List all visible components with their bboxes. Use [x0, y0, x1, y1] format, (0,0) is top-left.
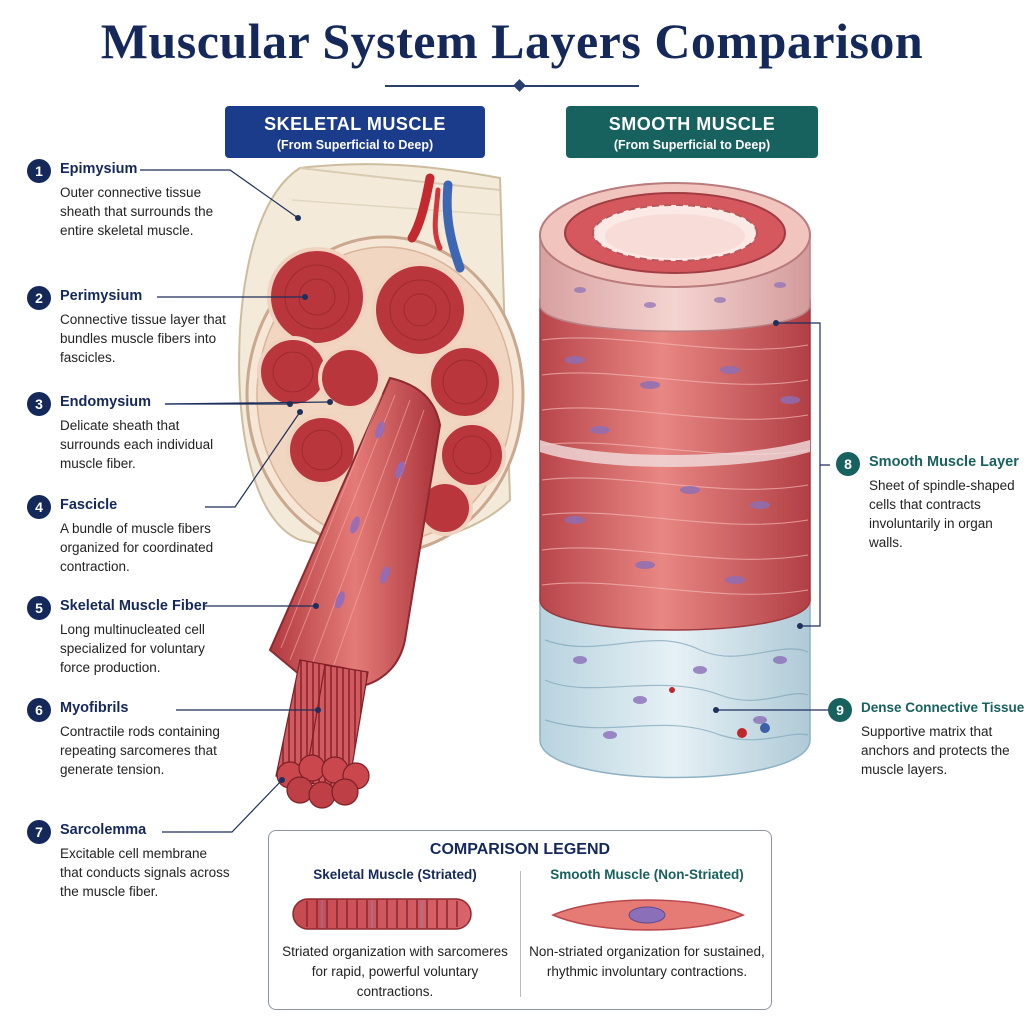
label-description: Long multinucleated cell specialized for…	[60, 622, 205, 675]
page-title: Muscular System Layers Comparison	[100, 13, 924, 69]
title-divider	[385, 85, 639, 87]
label-title: Myofibrils	[60, 700, 129, 716]
legend-skeletal-title: Skeletal Muscle (Striated)	[313, 867, 477, 882]
label-title: Sarcolemma	[60, 822, 147, 838]
legend-divider	[520, 871, 521, 997]
comparison-legend: COMPARISON LEGEND Skeletal Muscle (Stria…	[268, 830, 772, 1010]
label-description: A bundle of muscle fibers organized for …	[60, 521, 214, 574]
label-description: Outer connective tissue sheath that surr…	[60, 185, 214, 238]
smooth-header-title: SMOOTH MUSCLE	[608, 114, 776, 134]
label-description: Supportive matrix that anchors and prote…	[861, 724, 1010, 777]
label-title: Epimysium	[60, 161, 138, 177]
skeletal-header-subtitle: (From Superficial to Deep)	[276, 138, 434, 152]
label-title: Smooth Muscle Layer	[869, 454, 1019, 470]
label-number-badge: 6	[27, 698, 51, 722]
fascicles	[257, 247, 506, 536]
smooth-header-subtitle: (From Superficial to Deep)	[613, 138, 771, 152]
legend-illustrations	[292, 898, 745, 931]
blood-vessels	[407, 173, 465, 273]
smooth-muscle-nuclei	[565, 356, 800, 584]
smooth-muscle-illustration	[539, 182, 811, 779]
spindle-cell-icon	[551, 899, 745, 931]
label-number-badge: 1	[27, 159, 51, 183]
legend-title: COMPARISON LEGEND	[429, 841, 611, 858]
label-description: Delicate sheath that surrounds each indi…	[60, 418, 214, 471]
label-number-badge: 5	[27, 596, 51, 620]
striated-fiber-icon	[292, 898, 472, 930]
legend-skeletal-description: Striated organization with sarcomeres fo…	[282, 944, 508, 999]
label-description: Connective tissue layer that bundles mus…	[60, 312, 226, 365]
label-number-badge: 3	[27, 392, 51, 416]
smooth-muscle-header: SMOOTH MUSCLE (From Superficial to Deep)	[566, 106, 818, 158]
skeletal-muscle-header: SKELETAL MUSCLE (From Superficial to Dee…	[225, 106, 485, 158]
label-number-badge: 2	[27, 286, 51, 310]
legend-smooth-title: Smooth Muscle (Non-Striated)	[550, 867, 744, 882]
leader-lines	[140, 169, 830, 833]
label-number-badge: 8	[836, 452, 860, 476]
label-title: Skeletal Muscle Fiber	[60, 598, 208, 614]
label-number-badge: 4	[27, 495, 51, 519]
myofibrils-bundle	[275, 659, 370, 809]
label-number-badge: 9	[828, 698, 852, 722]
label-title: Fascicle	[60, 497, 118, 513]
fiber-nuclei	[335, 421, 405, 609]
label-description: Sheet of spindle-shaped cells that contr…	[869, 478, 1015, 550]
label-description: Excitable cell membrane that conducts si…	[60, 846, 230, 899]
legend-smooth-description: Non-striated organization for sustained,…	[529, 944, 765, 979]
skeletal-muscle-illustration	[238, 163, 525, 809]
skeletal-header-title: SKELETAL MUSCLE	[264, 114, 446, 134]
label-number-badge: 7	[27, 820, 51, 844]
label-title: Perimysium	[60, 288, 143, 304]
label-title: Dense Connective Tissue	[861, 700, 1024, 715]
label-description: Contractile rods containing repeating sa…	[60, 724, 220, 777]
label-title: Endomysium	[60, 394, 152, 410]
